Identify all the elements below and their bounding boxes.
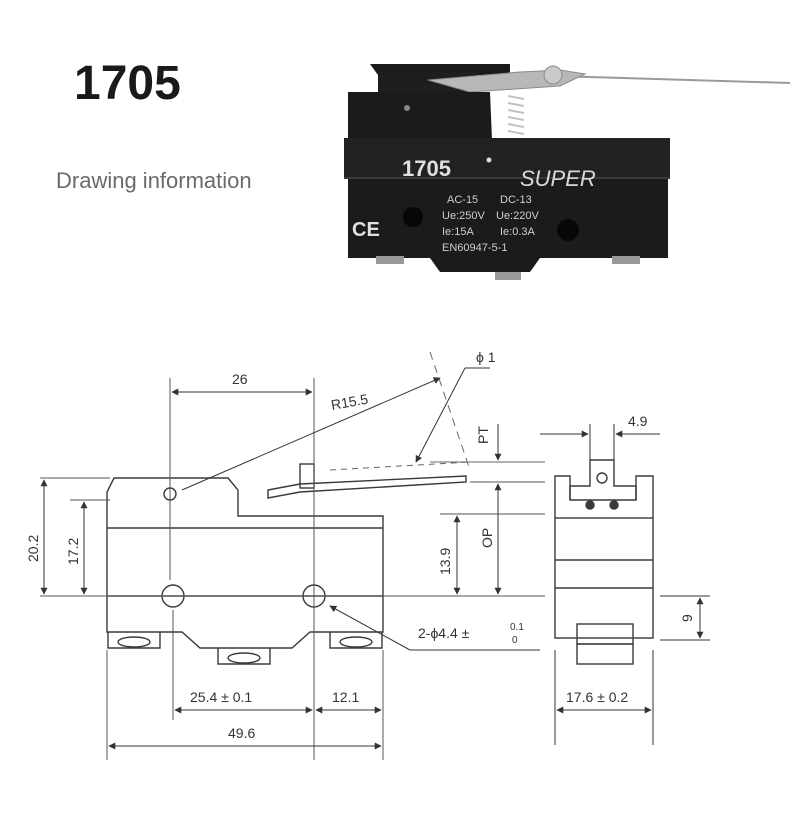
page-subtitle: Drawing information [56,168,252,193]
switch-body [348,92,668,272]
lever-pivot-icon [543,65,563,85]
dim-25-4: 25.4 ± 0.1 [190,689,252,705]
spec-ie-dc: Ie:0.3A [500,226,536,238]
spec-ue-dc: Ue:220V [496,210,539,222]
side-view-outline [554,459,654,665]
mounting-hole-left [403,207,423,227]
lever-wire [554,75,790,84]
dim-9: 9 [679,614,695,622]
dim-op: OP [479,528,495,548]
spec-ac-rating: AC-15 [447,194,478,206]
dim-holes: 2-ϕ4.4 ± [418,625,470,641]
spec-standard: EN60947-5-1 [442,242,507,254]
dim-13-9: 13.9 [437,548,453,575]
dim-26: 26 [232,371,248,387]
page-title: 1705 [74,57,181,110]
dim-r15-5: R15.5 [330,391,370,413]
brand-logo: SUPER [520,166,596,191]
dim-17-6: 17.6 ± 0.2 [566,689,628,705]
spec-ie-ac: Ie:15A [442,226,474,238]
dim-4-9: 4.9 [628,413,648,429]
spec-dc-rating: DC-13 [500,194,532,206]
dim-tol-bot: 0 [512,635,518,646]
spec-ue-ac: Ue:250V [442,210,485,222]
ce-mark-icon: CE [352,219,380,241]
dim-20-2: 20.2 [25,535,41,562]
model-label: 1705 [402,156,451,181]
dim-phi1: ϕ 1 [476,349,496,365]
dim-pt: PT [475,426,491,444]
dim-tol-top: 0.1 [510,622,524,633]
dim-17-2: 17.2 [65,538,81,565]
dim-12-1: 12.1 [332,689,359,705]
mounting-hole-right [557,219,579,241]
front-view-outline [106,477,384,597]
spring-icon [507,95,525,135]
dim-49-6: 49.6 [228,725,255,741]
